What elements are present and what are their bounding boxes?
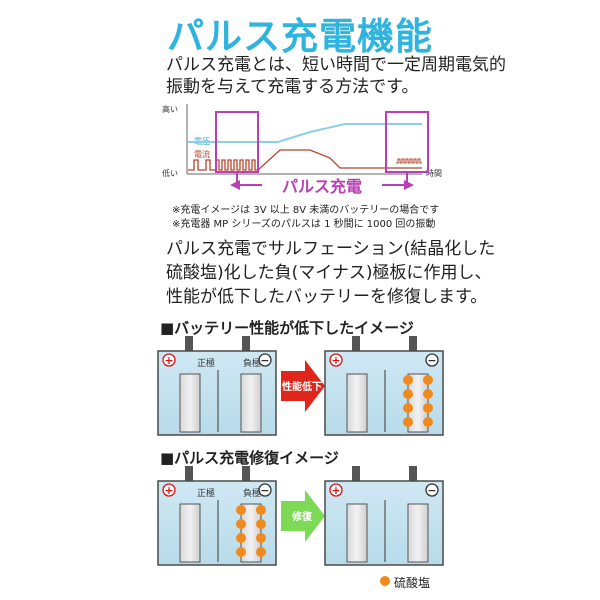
battery-repaired: + − (324, 466, 444, 566)
pulse-arrow-left (230, 180, 240, 190)
battery-before: + − 正極 負極 (157, 336, 277, 436)
section1-heading: ■バッテリー性能が低下したイメージ (160, 319, 414, 337)
svg-text:+: + (164, 354, 173, 367)
negative-plate-label: 負極 (243, 357, 261, 369)
graph-time-label: 時間 (426, 169, 442, 178)
battery-after-degradation: + − (324, 336, 444, 436)
svg-text:−: − (427, 354, 436, 367)
minus-icon (425, 353, 439, 367)
svg-text:+: + (164, 484, 173, 497)
sulfate-crystals (403, 375, 433, 427)
intro-line-2: 振動を与えて充電する方法です。 (166, 77, 419, 97)
minus-icon (425, 483, 439, 497)
minus-icon (258, 353, 272, 367)
graph-low-label: 低い (162, 168, 178, 178)
plus-icon (329, 483, 343, 497)
degradation-arrow (281, 360, 325, 412)
paragraph-line-3: 性能が低下したバッテリーを修復します。 (166, 287, 488, 307)
plus-icon (162, 483, 176, 497)
paragraph-line-2: 硫酸塩)化した負(マイナス)極板に作用し、 (166, 263, 492, 283)
intro-line-1: パルス充電とは、短い時間で一定周期電気的 (166, 55, 506, 75)
page-title: パルス充電機能 (167, 15, 433, 58)
svg-text:+: + (331, 354, 340, 367)
sulfate-crystals (236, 505, 266, 557)
battery-sulfated: + − 正極 負極 (157, 466, 277, 566)
svg-text:−: − (260, 484, 269, 497)
current-line (188, 149, 422, 171)
graph-high-label: 高い (162, 104, 178, 114)
pulse-charging-label: パルス充電 (282, 177, 362, 196)
positive-plate (179, 373, 201, 433)
section1-diagram: + − 正極 負極 性能低下 + − (157, 336, 444, 436)
plus-icon (162, 353, 176, 367)
svg-text:−: − (427, 484, 436, 497)
negative-plate (240, 373, 262, 433)
battery-terminal-negative (242, 336, 250, 358)
positive-plate (179, 503, 201, 563)
repair-arrow-label: 修復 (291, 510, 313, 523)
positive-plate-label: 正極 (197, 487, 215, 499)
current-pulse-right (396, 158, 422, 164)
arrow-repair: 修復 (281, 490, 325, 542)
degradation-arrow-label: 性能低下 (281, 380, 322, 393)
positive-plate (346, 373, 368, 433)
negative-plate-repaired (407, 503, 429, 563)
section2-diagram: + − 正極 負極 修復 + − (157, 466, 444, 566)
paragraph-line-1: パルス充電でサルフェーション(結晶化した (166, 239, 496, 259)
note-line-2: ※充電器 MP シリーズのパルスは 1 秒間に 1000 回の振動 (172, 219, 436, 230)
section2-heading: ■パルス充電修復イメージ (160, 449, 339, 467)
pulse-arrow-right (404, 180, 414, 190)
svg-text:+: + (331, 484, 340, 497)
svg-text:−: − (260, 354, 269, 367)
positive-plate (346, 503, 368, 563)
negative-plate-label: 負極 (243, 487, 261, 499)
pulse-charging-graph: 高い 低い 時間 電圧 電流 パルス充電 (162, 104, 442, 196)
plus-icon (329, 353, 343, 367)
arrow-degradation: 性能低下 (281, 360, 325, 412)
battery-terminal-positive (185, 336, 193, 358)
repair-arrow (281, 490, 325, 542)
note-line-1: ※充電イメージは 3V 以上 8V 未満のバッテリーの場合です (172, 205, 440, 216)
minus-icon (258, 483, 272, 497)
sulfate-legend-swatch (380, 576, 390, 586)
current-label: 電流 (194, 149, 210, 159)
sulfate-legend-label: 硫酸塩 (394, 576, 431, 590)
positive-plate-label: 正極 (197, 357, 215, 369)
